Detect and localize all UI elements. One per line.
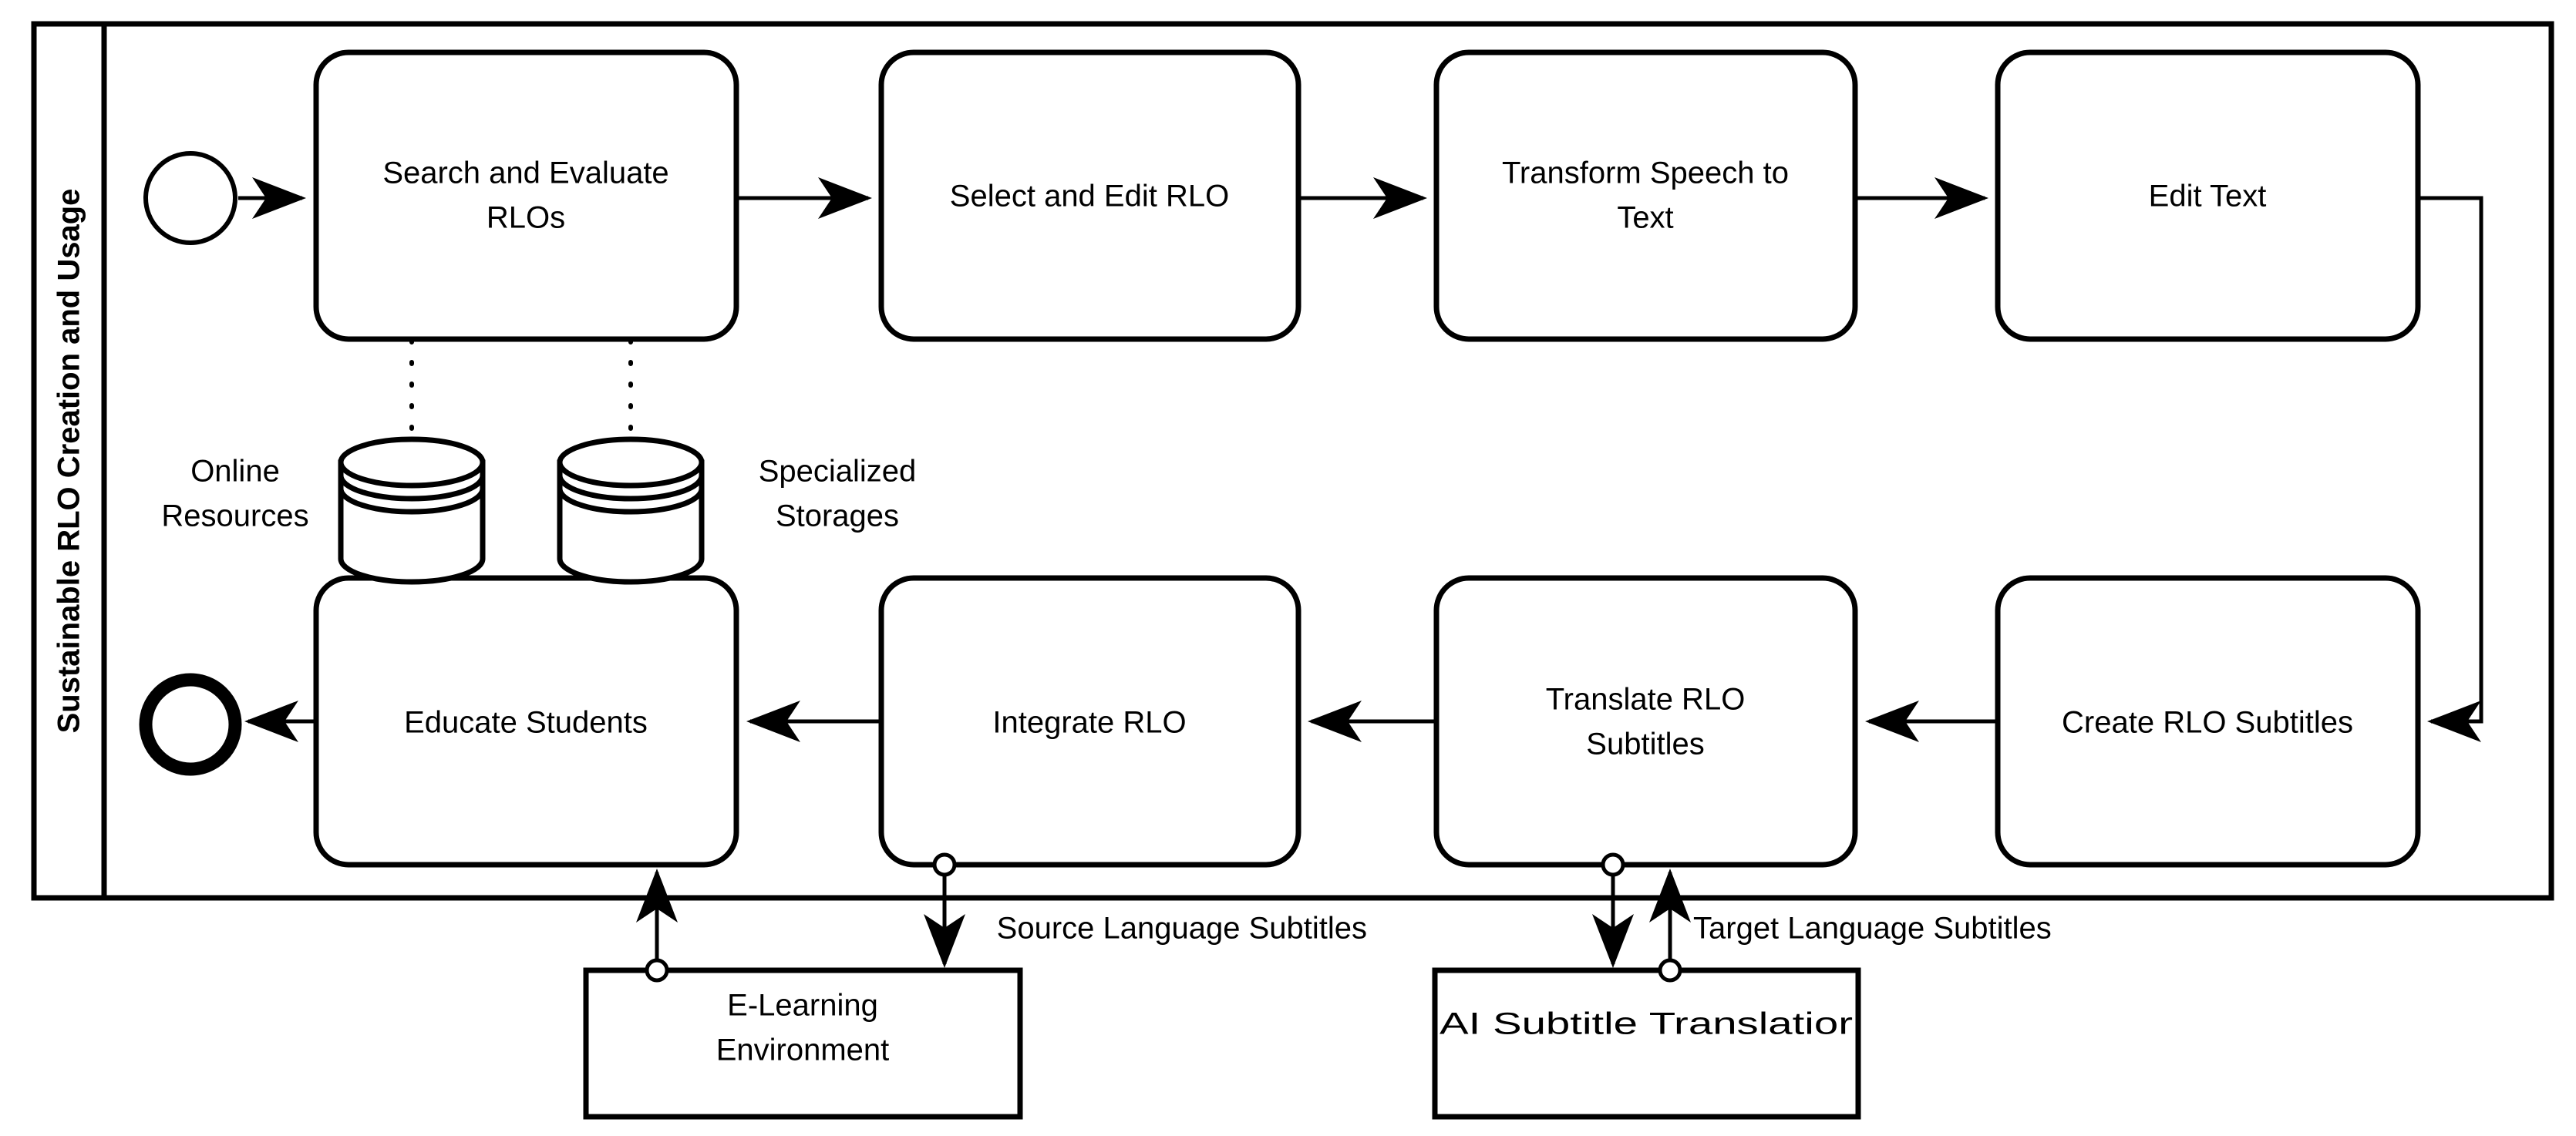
task-integrate-rlo[interactable]: Integrate RLO xyxy=(878,575,1301,868)
participant-ai-subtitle-translator[interactable]: AI Subtitle Translatior xyxy=(1432,967,1861,1120)
data-store-label-line1: Online xyxy=(190,455,280,489)
task-educate-students[interactable]: Educate Students xyxy=(313,575,739,868)
task-label-line1: Transform Speech to xyxy=(1502,156,1789,190)
task-label-line1: Edit Text xyxy=(2149,180,2267,213)
data-store-body[interactable] xyxy=(557,459,705,585)
task-create-rlo-subtitles[interactable]: Create RLO Subtitles xyxy=(1995,575,2421,868)
task-select-and-edit-rlo[interactable]: Select and Edit RLO xyxy=(878,49,1301,342)
task-box[interactable] xyxy=(1995,49,2421,342)
task-label-line1: Integrate RLO xyxy=(992,706,1186,740)
participant-label-line1: E-Learning xyxy=(727,989,878,1023)
task-transform-speech-to-text[interactable]: Transform Speech to Text xyxy=(1433,49,1858,342)
task-box[interactable] xyxy=(1433,575,1858,868)
message-flow-ai-translator-to-translate: Target Language Subtitles xyxy=(1648,869,2052,983)
data-store-label-line2: Storages xyxy=(776,499,899,533)
task-edit-text[interactable]: Edit Text xyxy=(1995,49,2421,342)
data-store-band1 xyxy=(557,475,705,502)
task-label-line1: Search and Evaluate xyxy=(382,156,668,190)
task-label-line2: Subtitles xyxy=(1586,728,1704,761)
task-label-line1: Create RLO Subtitles xyxy=(2062,706,2353,740)
data-store-band2 xyxy=(557,488,705,515)
end-event-circle[interactable] xyxy=(139,673,242,776)
task-label-line1: Select and Edit RLO xyxy=(950,180,1229,213)
task-box[interactable] xyxy=(878,49,1301,342)
task-box[interactable] xyxy=(313,49,739,342)
message-flow-integrate-to-elearning xyxy=(924,852,966,968)
participant-box[interactable] xyxy=(583,967,1023,1120)
end-event[interactable] xyxy=(139,673,242,776)
task-label-line1: Translate RLO xyxy=(1546,683,1746,717)
data-store-top xyxy=(338,436,486,489)
data-store-label-line2: Resources xyxy=(161,499,308,533)
message-flow-translate-to-ai-translator: Source Language Subtitles xyxy=(997,852,1635,968)
data-store-band1 xyxy=(338,475,486,502)
task-label-line2: Text xyxy=(1617,201,1673,235)
data-store-label-line1: Specialized xyxy=(759,455,917,489)
data-store-top xyxy=(557,436,705,489)
data-store-online-resources[interactable]: Online Resources xyxy=(161,436,486,585)
sequence-flow-edittext-to-create-subtitles xyxy=(2418,196,2483,743)
message-flow-source-endpoint xyxy=(932,852,957,877)
task-search-and-evaluate-rlos[interactable]: Search and Evaluate RLOs xyxy=(313,49,739,342)
start-event-circle[interactable] xyxy=(143,151,237,245)
task-box[interactable] xyxy=(1433,49,1858,342)
data-store-specialized-storages[interactable]: Specialized Storages xyxy=(557,436,917,585)
participant-box[interactable] xyxy=(1432,967,1861,1120)
start-event[interactable] xyxy=(143,151,237,245)
task-translate-rlo-subtitles[interactable]: Translate RLO Subtitles xyxy=(1433,575,1858,868)
data-store-band2 xyxy=(338,488,486,515)
message-flow-label-target-language-subtitles: Target Language Subtitles xyxy=(1693,912,2052,946)
message-flow-elearning-to-educate xyxy=(635,869,678,983)
data-store-body[interactable] xyxy=(338,459,486,585)
message-flow-source-endpoint xyxy=(1658,958,1682,983)
task-label-line2: RLOs xyxy=(487,201,565,235)
message-flow-label-source-language-subtitles: Source Language Subtitles xyxy=(997,912,1367,946)
participant-label-line1: AI Subtitle Translatior xyxy=(1440,1007,1853,1041)
task-label-line1: Educate Students xyxy=(404,706,648,740)
participant-label-line2: Environment xyxy=(716,1033,890,1067)
lane-label: Sustainable RLO Creation and Usage xyxy=(52,189,86,734)
message-flow-source-endpoint xyxy=(1601,852,1625,877)
participant-e-learning-environment[interactable]: E-Learning Environment xyxy=(583,967,1023,1120)
message-flow-source-endpoint xyxy=(645,958,669,983)
